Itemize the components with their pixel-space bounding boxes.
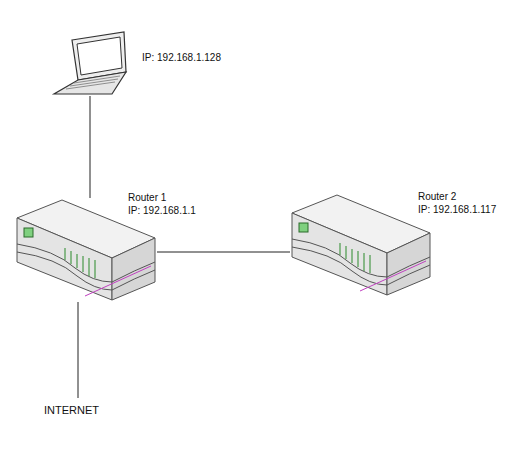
ip-label: IP: 192.168.1.128 bbox=[142, 52, 221, 64]
internet-wire bbox=[78, 302, 79, 398]
ip-label: IP: 192.168.1.1 bbox=[128, 205, 196, 217]
router-node: Router 2IP: 192.168.1.117 bbox=[290, 193, 432, 298]
device-icon bbox=[290, 193, 432, 298]
ip-label: IP: 192.168.1.117 bbox=[418, 204, 496, 216]
router-node: Router 1IP: 192.168.1.1 bbox=[15, 198, 157, 303]
laptop-node: IP: 192.168.1.128 bbox=[50, 30, 128, 96]
ip-label: Router 2 bbox=[418, 191, 456, 203]
ip-label: Router 1 bbox=[128, 192, 166, 204]
device-icon bbox=[50, 30, 128, 96]
network-label: INTERNET bbox=[44, 404, 99, 416]
network-link bbox=[90, 96, 91, 198]
network-link bbox=[157, 252, 290, 253]
